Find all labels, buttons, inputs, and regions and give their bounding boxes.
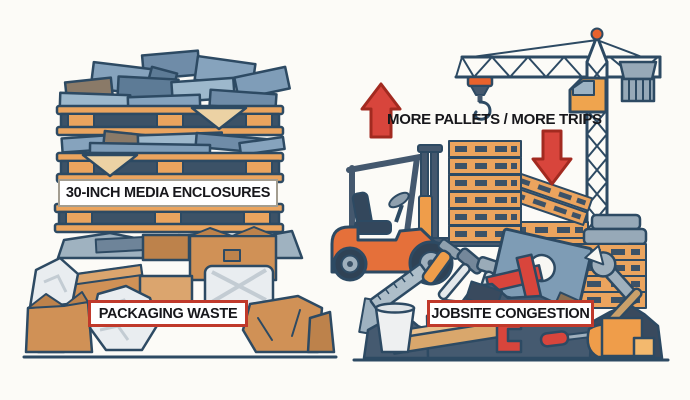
media-enclosures-label: 30-INCH MEDIA ENCLOSURES (58, 179, 278, 207)
pallet-layer-1 (55, 104, 285, 137)
orange-crate-step (632, 336, 656, 358)
marker-triangle (81, 153, 139, 178)
crane-counterweight (618, 60, 658, 103)
bucket (374, 302, 416, 354)
crane-hook (466, 75, 494, 121)
down-arrow-icon (531, 129, 573, 186)
cardboard-scrap (306, 310, 336, 354)
marker-triangle (190, 106, 248, 131)
cardboard-box (141, 233, 191, 262)
more-pallets-text: MORE PALLETS / MORE TRIPS (387, 111, 602, 128)
media-panel-heap (58, 49, 291, 113)
pallet-layer-2 (55, 151, 285, 184)
forklift-wheel (332, 246, 368, 282)
up-arrow-icon (360, 82, 402, 139)
crane-jib (454, 55, 589, 79)
media-panel-heap-middle (60, 129, 286, 157)
packaging-waste-label: PACKAGING WASTE (88, 300, 248, 327)
pallet-stack-on-forks (448, 140, 522, 243)
crane-apex-light (590, 27, 604, 41)
crane-cab (568, 76, 608, 114)
tower-crane (454, 27, 662, 268)
pallet-layer-3 (53, 202, 285, 234)
steering-wheel (388, 191, 410, 209)
plastic-wrap-bundle (203, 264, 275, 310)
ruler-icon (369, 263, 430, 313)
open-box (24, 291, 94, 354)
jobsite-congestion-label: JOBSITE CONGESTION (427, 300, 594, 327)
